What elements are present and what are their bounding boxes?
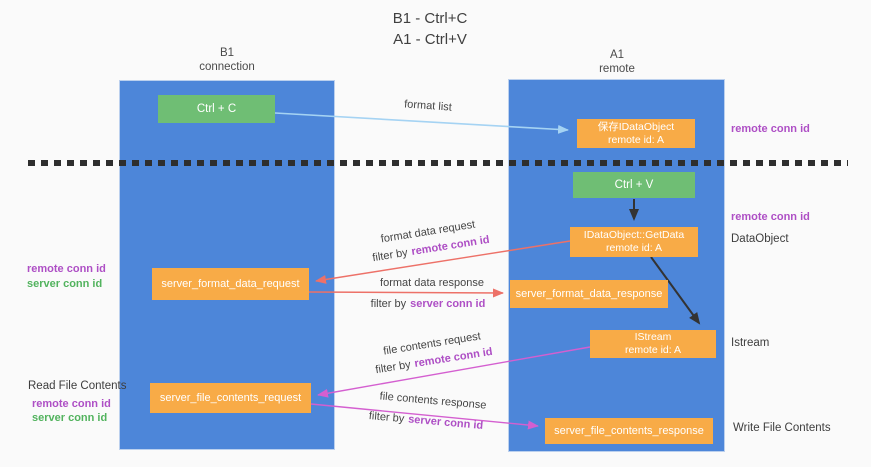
write-file-contents-label: Write File Contents	[733, 422, 831, 434]
phase-separator-dashed-line	[28, 160, 848, 166]
ctrl-c-label: Ctrl + C	[196, 103, 237, 115]
getdata-to-istream-arrow	[650, 256, 701, 325]
remote-conn-id-label-mid-left: remote conn id	[27, 263, 106, 275]
format-list-arrow	[274, 112, 569, 134]
saved-idataobject-node: 保存IDataObject remote id: A	[577, 119, 695, 148]
server-format-data-request-node: server_format_data_request	[152, 268, 309, 300]
read-file-contents-label: Read File Contents	[28, 380, 127, 392]
idataobject-getdata-node: IDataObject::GetData remote id: A	[570, 227, 698, 257]
format-response-label: server_format_data_response	[515, 288, 663, 300]
file-request-label: server_file_contents_request	[159, 392, 302, 404]
server-conn-id-highlight: server conn id	[410, 298, 486, 310]
lane-b1-subtitle: connection	[199, 61, 255, 73]
file-contents-response-arrow	[310, 403, 539, 430]
saved-idataobject-line1: 保存IDataObject	[597, 120, 675, 133]
lane-a1-title: A1	[609, 49, 625, 61]
dataobject-label: DataObject	[731, 233, 789, 245]
format-data-response-arrow	[308, 288, 504, 298]
server-conn-id-label-bottom-left: server conn id	[32, 412, 108, 424]
ctrl-c-node: Ctrl + C	[158, 95, 275, 123]
file-contents-request-arrow	[317, 346, 591, 398]
server-conn-id-label-mid-left: server conn id	[27, 278, 103, 290]
istream-side-label: Istream	[731, 337, 770, 349]
lane-header-b1: B1 connection	[157, 46, 297, 74]
title-line-2: A1 - Ctrl+V	[393, 31, 467, 48]
format-request-label: server_format_data_request	[161, 278, 300, 290]
ctrl-v-node: Ctrl + V	[573, 172, 695, 198]
istream-line2: remote id: A	[624, 344, 682, 356]
format-data-request-arrow	[315, 240, 571, 284]
lane-header-a1: A1 remote	[547, 48, 687, 76]
saved-idataobject-line2: remote id: A	[607, 133, 665, 146]
server-format-data-response-node: server_format_data_response	[510, 280, 668, 308]
title-line-1: B1 - Ctrl+C	[392, 10, 468, 27]
filter-by-text: filter by	[370, 298, 407, 310]
server-file-contents-request-node: server_file_contents_request	[150, 383, 311, 413]
file-response-label: server_file_contents_response	[554, 425, 704, 437]
remote-conn-id-label-top-right: remote conn id	[731, 123, 810, 135]
remote-conn-id-label-mid-right: remote conn id	[731, 211, 810, 223]
ctrl-v-label: Ctrl + V	[614, 179, 654, 191]
istream-line1: IStream	[634, 331, 672, 343]
istream-node: IStream remote id: A	[590, 330, 716, 358]
getdata-line1: IDataObject::GetData	[583, 229, 685, 241]
diagram-title: B1 - Ctrl+C A1 - Ctrl+V	[300, 8, 560, 50]
format-data-response-arrow-label: format data response	[380, 277, 484, 289]
remote-conn-id-label-bottom-left: remote conn id	[32, 398, 111, 410]
lane-a1-subtitle: remote	[599, 63, 635, 75]
lane-b1-title: B1	[219, 47, 235, 59]
server-file-contents-response-node: server_file_contents_response	[545, 418, 713, 444]
getdata-line2: remote id: A	[605, 242, 663, 254]
